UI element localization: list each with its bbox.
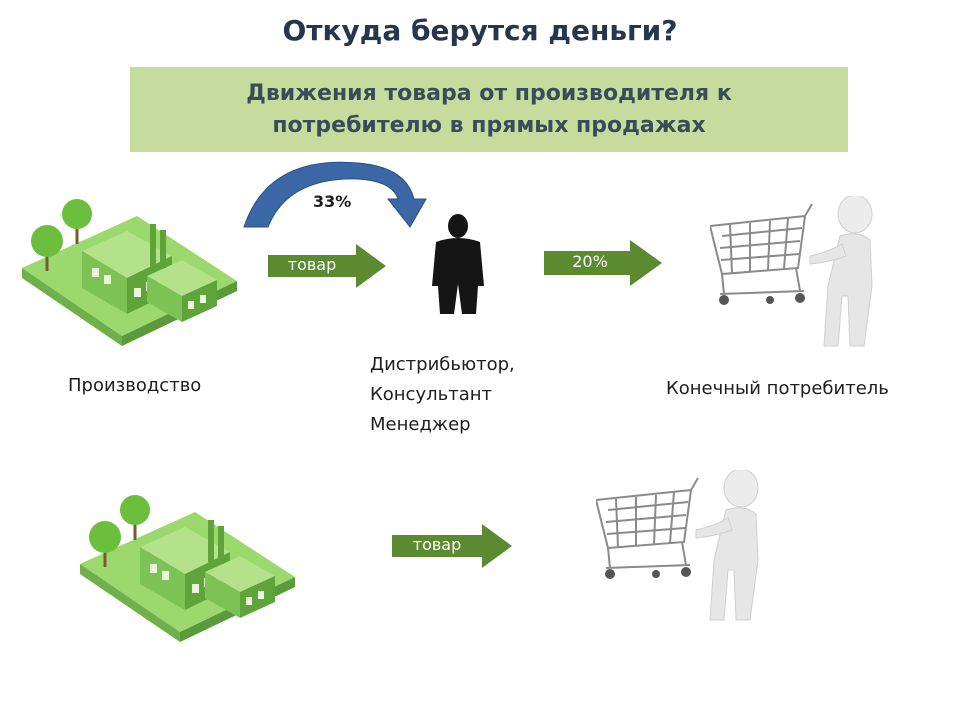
middleman-line-2: Консультант	[370, 384, 492, 405]
producer-label: Производство	[68, 375, 202, 396]
middleman-line-3: Менеджер	[370, 414, 471, 435]
goods-arrow-icon	[268, 244, 386, 288]
subtitle-banner: Движения товара от производителя к потре…	[130, 67, 848, 152]
consumer-cart-icon-bottom	[596, 470, 759, 621]
factory-icon	[22, 197, 239, 348]
goods-arrow-label: товар	[287, 255, 337, 274]
curve-percent: 33%	[313, 192, 352, 211]
percent-arrow-label: 20%	[572, 252, 608, 271]
percent-arrow-icon	[544, 240, 662, 286]
goods-arrow-icon-bottom	[392, 524, 512, 568]
banner-line-1: Движения товара от производителя к	[246, 80, 732, 106]
page-title: Откуда берутся деньги?	[282, 14, 678, 47]
consumer-cart-icon	[710, 196, 873, 347]
middleman-label: Дистрибьютор, Консультант Менеджер	[370, 350, 515, 440]
banner-line-2: потребителю в прямых продажах	[272, 112, 706, 138]
goods-arrow-label-bottom: товар	[412, 535, 462, 554]
middleman-silhouette-icon	[432, 214, 484, 314]
curved-arrow-icon	[243, 161, 427, 228]
middleman-line-1: Дистрибьютор,	[370, 354, 515, 375]
consumer-label: Конечный потребитель	[666, 378, 889, 399]
factory-icon-bottom	[80, 493, 297, 644]
